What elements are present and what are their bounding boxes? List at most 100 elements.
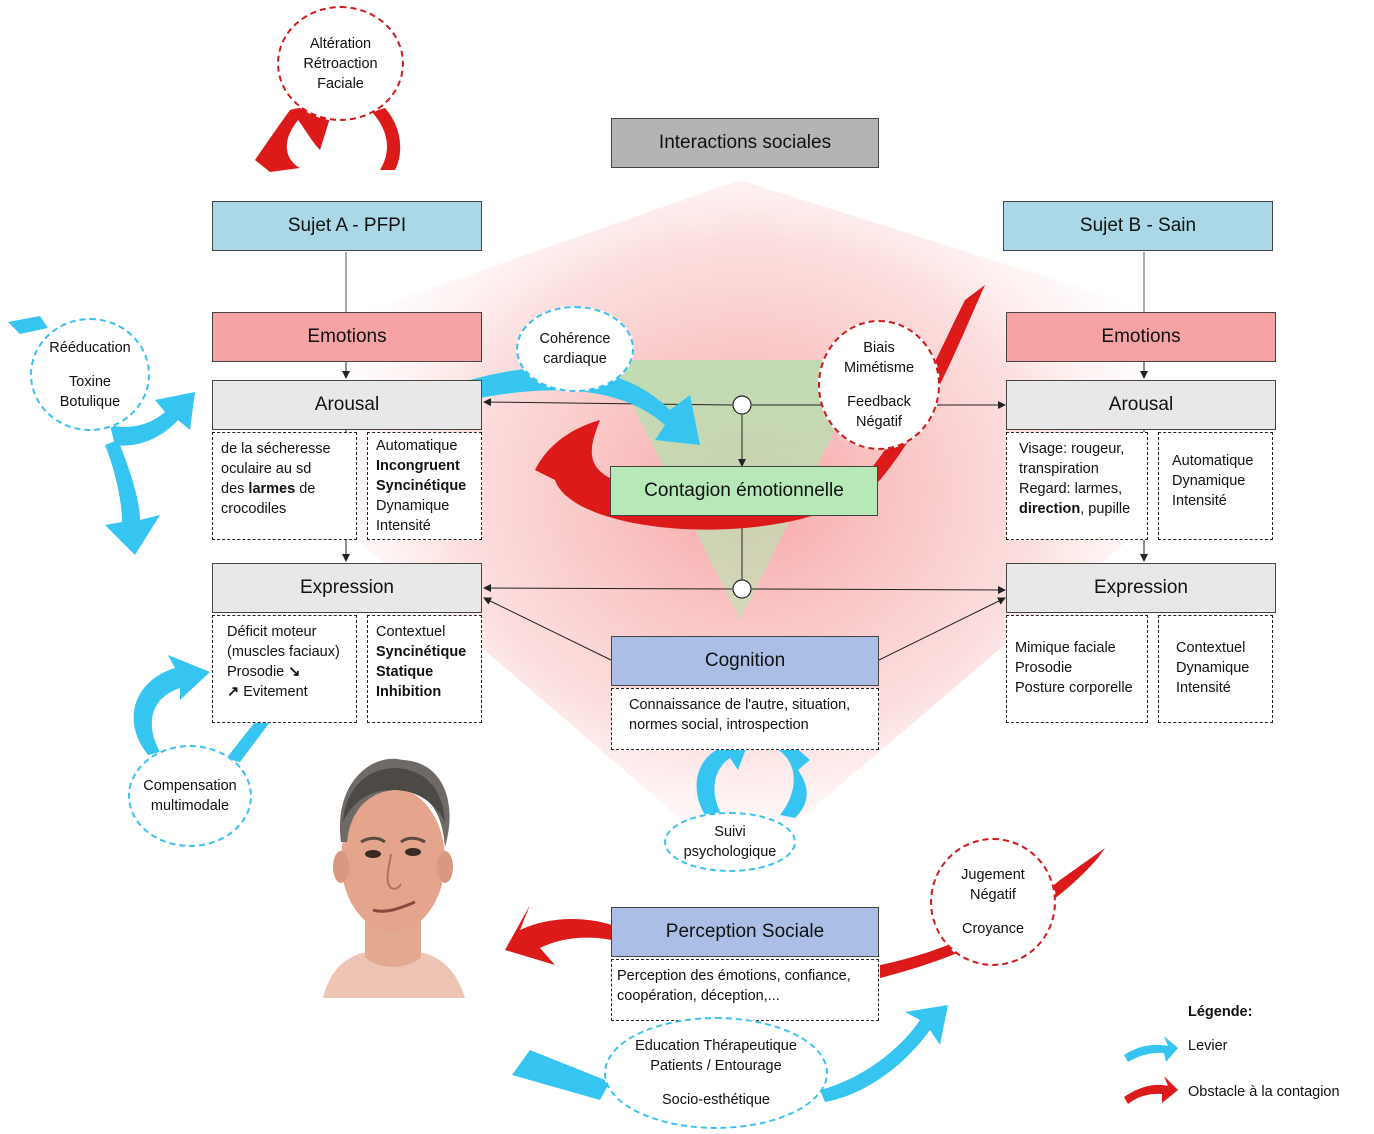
detail-line: transpiration bbox=[1019, 461, 1099, 477]
arrow-reeducation-down bbox=[105, 440, 160, 555]
expression-label: Expression bbox=[300, 577, 394, 598]
subject-a-arousal-details: de la sécheresse oculaire au sd des larm… bbox=[212, 432, 357, 540]
property: Automatique bbox=[1172, 453, 1254, 469]
subject-b-arousal: Arousal bbox=[1006, 380, 1276, 430]
detail-line: oculaire au sd bbox=[221, 461, 312, 477]
arrow-coherence bbox=[470, 367, 700, 445]
property: Intensité bbox=[376, 518, 431, 534]
circle-text: Négatif bbox=[856, 414, 902, 430]
detail-line: de bbox=[295, 481, 316, 497]
legend-title: Légende: bbox=[1188, 1004, 1253, 1020]
circle-text: Rétroaction bbox=[303, 55, 378, 72]
subject-a-emotions: Emotions bbox=[212, 312, 482, 362]
contagion-box: Contagion émotionnelle bbox=[610, 466, 878, 516]
circle-text: Cohérence bbox=[539, 331, 611, 347]
detail-line: Visage: rougeur, bbox=[1019, 441, 1125, 457]
perception-details: Perception des émotions, confiance, coop… bbox=[611, 959, 879, 1021]
arrow-education-right bbox=[820, 1005, 948, 1102]
legend-lever-icon bbox=[1124, 1036, 1178, 1062]
circle-text: psychologique bbox=[683, 844, 777, 860]
arousal-label: Arousal bbox=[314, 394, 380, 415]
detail-line: crocodiles bbox=[221, 501, 287, 517]
property-bold: Incongruent bbox=[376, 458, 460, 474]
circle-text: Jugement bbox=[961, 867, 1025, 883]
subject-b-expression-details: Mimique faciale Prosodie Posture corpore… bbox=[1006, 615, 1148, 723]
circle-text: Croyance bbox=[961, 921, 1025, 937]
circle-text: Suivi bbox=[714, 824, 746, 840]
circle-education: Education Thérapeutique Patients / Entou… bbox=[604, 1017, 828, 1129]
emotions-label: Emotions bbox=[307, 326, 387, 347]
arrow-compensation-up bbox=[133, 655, 210, 755]
arrow-perception-to-face bbox=[505, 905, 612, 965]
circle-text: Feedback bbox=[847, 394, 911, 410]
property: Dynamique bbox=[1176, 660, 1250, 676]
detail-line: des bbox=[221, 481, 249, 497]
arrow-reeducation-up bbox=[110, 392, 195, 446]
property-bold: Statique bbox=[376, 664, 434, 680]
arrow-compensation-right bbox=[225, 722, 270, 762]
detail-line: (muscles faciaux) bbox=[227, 644, 340, 660]
detail-line: Déficit moteur bbox=[227, 624, 317, 640]
circle-text: Altération bbox=[309, 35, 372, 52]
circle-text: Compensation bbox=[143, 778, 237, 794]
property: Automatique bbox=[376, 438, 458, 454]
circle-compensation: Compensation multimodale bbox=[128, 745, 252, 847]
arrow-suivi-right bbox=[775, 738, 810, 818]
property: Intensité bbox=[1176, 680, 1231, 696]
subject-b-expression: Expression bbox=[1006, 563, 1276, 613]
detail-line: Perception des émotions, confiance, bbox=[617, 968, 851, 984]
circle-suivi: Suivi psychologique bbox=[664, 812, 796, 872]
property: Contextuel bbox=[1176, 640, 1246, 656]
subject-a-expression-details: Déficit moteur (muscles faciaux) Prosodi… bbox=[212, 615, 357, 723]
arrow-up-right-icon: ↗ bbox=[227, 684, 240, 700]
title-box: Interactions sociales bbox=[611, 118, 879, 168]
detail-line-bold: larmes bbox=[248, 481, 296, 497]
cognition-label: Cognition bbox=[704, 650, 786, 671]
circle-text: Négatif bbox=[970, 887, 1016, 903]
circle-text: Rééducation bbox=[49, 339, 131, 356]
detail-line-bold: direction bbox=[1019, 501, 1081, 517]
detail-line: coopération, déception,... bbox=[617, 988, 780, 1004]
arrow-down-right-icon: ↘ bbox=[288, 664, 301, 680]
circle-text: Patients / Entourage bbox=[650, 1058, 782, 1074]
subject-a-box: Sujet A - PFPI bbox=[212, 201, 482, 251]
arousal-label: Arousal bbox=[1108, 394, 1174, 415]
detail-line: Connaissance de l'autre, situation, bbox=[629, 697, 851, 713]
property: Dynamique bbox=[1172, 473, 1246, 489]
circle-biais: Biais Mimétisme Feedback Négatif bbox=[818, 320, 940, 450]
circle-text: Education Thérapeutique bbox=[635, 1038, 797, 1054]
property: Intensité bbox=[1172, 493, 1227, 509]
expression-label: Expression bbox=[1094, 577, 1188, 598]
emotions-label: Emotions bbox=[1101, 326, 1181, 347]
legend-obstacle-label: Obstacle à la contagion bbox=[1188, 1084, 1340, 1100]
legend-obstacle-icon bbox=[1124, 1076, 1178, 1104]
circle-text: Toxine bbox=[69, 373, 111, 390]
property-bold: Inhibition bbox=[376, 684, 442, 700]
subject-a-arousal: Arousal bbox=[212, 380, 482, 430]
cognition-details: Connaissance de l'autre, situation, norm… bbox=[611, 688, 879, 750]
detail-line: Posture corporelle bbox=[1015, 680, 1133, 696]
arrow-suivi-left bbox=[696, 736, 750, 815]
cognition-box: Cognition bbox=[611, 636, 879, 686]
property: Dynamique bbox=[376, 498, 450, 514]
legend-lever-label: Levier bbox=[1188, 1038, 1228, 1054]
detail-line: normes social, introspection bbox=[629, 717, 809, 733]
circle-jugement: Jugement Négatif Croyance bbox=[930, 838, 1056, 966]
detail-line: Evitement bbox=[243, 684, 308, 700]
detail-line: , pupille bbox=[1080, 501, 1131, 517]
perception-box: Perception Sociale bbox=[611, 907, 879, 957]
circle-coherence: Cohérence cardiaque bbox=[516, 306, 634, 392]
subject-b-emotions: Emotions bbox=[1006, 312, 1276, 362]
circle-text: Mimétisme bbox=[843, 360, 915, 376]
property: Contextuel bbox=[376, 624, 446, 640]
detail-line: Prosodie bbox=[227, 664, 285, 680]
circle-text: Botulique bbox=[59, 393, 121, 410]
circle-text: cardiaque bbox=[543, 351, 607, 367]
detail-line: de la sécheresse bbox=[221, 441, 331, 457]
contagion-label: Contagion émotionnelle bbox=[644, 480, 844, 501]
detail-line: Regard: larmes, bbox=[1019, 481, 1123, 497]
circle-alteration: Altération Rétroaction Faciale bbox=[277, 6, 404, 121]
arrow-alteration-left bbox=[255, 110, 300, 172]
subject-b-arousal-properties: Automatique Dynamique Intensité bbox=[1158, 432, 1273, 540]
circle-text: Socio-esthétique bbox=[661, 1092, 770, 1108]
